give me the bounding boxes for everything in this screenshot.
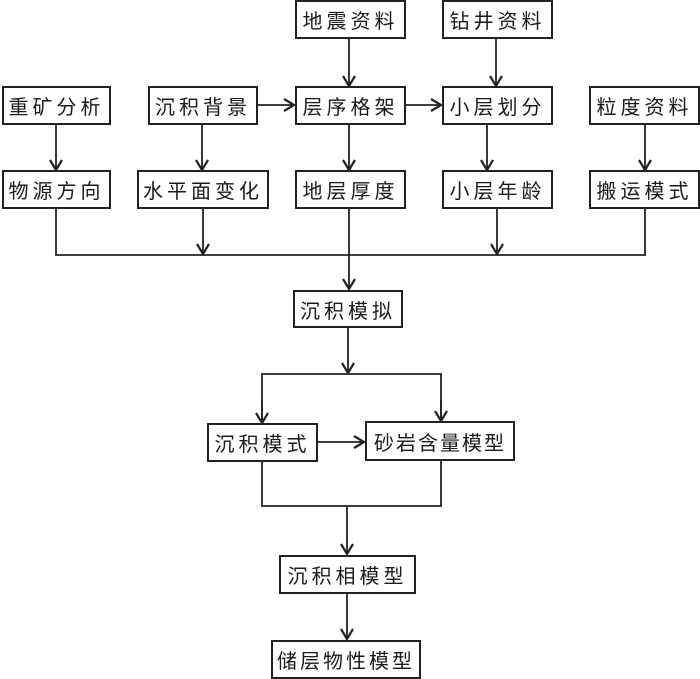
node-transport-mode: 搬运模式 — [589, 170, 700, 209]
node-sedimentary-facies-model: 沉积相模型 — [279, 555, 416, 594]
node-provenance-direction: 物源方向 — [2, 170, 111, 209]
node-sedimentary-simulation: 沉积模拟 — [293, 290, 403, 328]
merge-line-2 — [261, 460, 442, 507]
node-heavy-mineral-analysis: 重矿分析 — [2, 86, 111, 125]
node-sublayer-division: 小层划分 — [442, 86, 553, 125]
node-grain-size-data: 粒度资料 — [589, 86, 700, 125]
node-sedimentary-background: 沉积背景 — [148, 86, 258, 125]
node-sandstone-content-model: 砂岩含量模型 — [365, 421, 515, 461]
node-stratum-thickness: 地层厚度 — [295, 170, 406, 209]
node-sedimentary-mode: 沉积模式 — [207, 423, 318, 462]
node-seismic-data: 地震资料 — [295, 0, 406, 39]
node-sea-level-change: 水平面变化 — [137, 170, 269, 209]
node-reservoir-property-model: 储层物性模型 — [271, 640, 421, 679]
node-sublayer-age: 小层年龄 — [442, 170, 553, 209]
node-drilling-data: 钻井资料 — [442, 0, 553, 39]
split-line — [261, 373, 442, 423]
node-sequence-framework: 层序格架 — [295, 86, 406, 125]
